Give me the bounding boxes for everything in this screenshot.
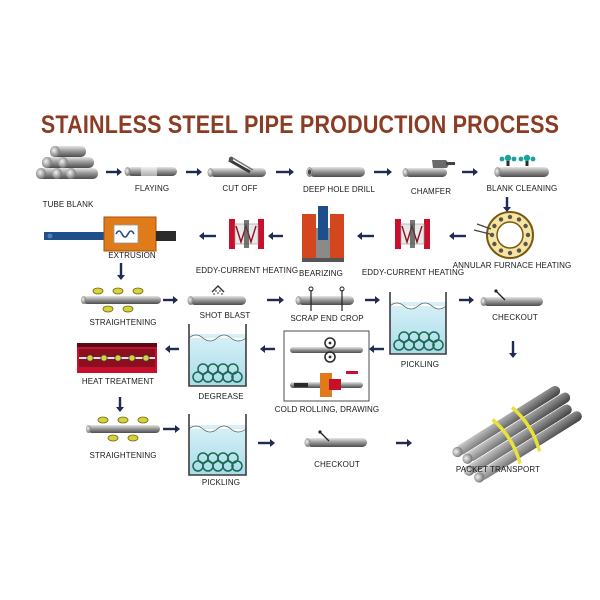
flow-arrow xyxy=(276,168,294,176)
flow-arrow xyxy=(369,345,384,353)
bundle-pipe xyxy=(456,386,560,455)
label-deep-hole-drill: DEEP HOLE DRILL xyxy=(302,185,376,194)
deep-hole-drill-icon xyxy=(306,167,365,177)
extrusion-icon xyxy=(44,216,176,252)
bundle-band xyxy=(510,405,542,452)
label-annular-furnace-heating: ANNULAR FURNACE HEATING xyxy=(452,261,572,270)
furnace-billet xyxy=(507,214,513,220)
flow-arrow xyxy=(503,197,511,212)
flow-arrow xyxy=(365,296,380,304)
flow-arrows xyxy=(106,168,517,447)
checkout-2-icon xyxy=(304,430,367,447)
furnace-billet xyxy=(498,217,504,222)
furnace-billet xyxy=(498,248,504,253)
pickling-2-tank-icon xyxy=(188,414,247,476)
flow-arrow xyxy=(374,168,392,176)
bundle-band xyxy=(491,418,522,465)
label-eddy-current-heating-1: EDDY-CURRENT HEATING xyxy=(361,268,465,277)
flow-arrow xyxy=(199,232,216,240)
label-flaying: FLAYING xyxy=(134,184,170,193)
flow-arrow xyxy=(106,168,122,176)
bundle-pipe xyxy=(478,411,582,480)
flow-arrow xyxy=(449,232,466,240)
flow-arrow xyxy=(267,296,284,304)
flow-arrow xyxy=(396,439,412,447)
diagram-title: STAINLESS STEEL PIPE PRODUCTION PROCESS xyxy=(40,111,560,139)
shot-blast-icon xyxy=(187,285,246,305)
label-degrease: DEGREASE xyxy=(198,392,244,401)
label-scrap-end-crop: SCRAP END CROP xyxy=(290,314,364,323)
chamfer-icon xyxy=(402,160,455,177)
label-heat-treatment: HEAT TREATMENT xyxy=(81,377,155,386)
cut-off-icon xyxy=(207,156,266,177)
furnace-billet xyxy=(523,241,528,247)
flow-arrow xyxy=(357,232,374,240)
label-checkout-2: CHECKOUT xyxy=(314,460,360,469)
label-shot-blast: SHOT BLAST xyxy=(199,311,251,320)
eddy-current-heating-1-icon xyxy=(395,219,430,249)
flow-arrow xyxy=(163,296,178,304)
label-straightening-2: STRAIGHTENING xyxy=(89,451,157,460)
label-pickling-2: PICKLING xyxy=(201,478,241,487)
flow-arrow xyxy=(462,168,478,176)
label-straightening-1: STRAIGHTENING xyxy=(89,318,157,327)
label-eddy-current-heating-2: EDDY-CURRENT HEATING xyxy=(195,266,299,275)
flow-arrow xyxy=(116,397,124,412)
scrap-end-crop-icon xyxy=(295,286,354,311)
degrease-tank-icon xyxy=(188,324,247,387)
blank-cleaning-icon xyxy=(494,154,549,177)
straightening-2-icon xyxy=(86,416,160,442)
flow-arrow xyxy=(186,168,202,176)
label-packet-transport: PACKET TRANSPORT xyxy=(455,465,541,474)
bundle-pipe-end xyxy=(462,453,473,464)
annular-furnace-icon xyxy=(473,211,534,259)
label-bearizing: BEARIZING xyxy=(298,269,344,278)
furnace-billet xyxy=(516,248,522,253)
furnace-billet xyxy=(492,241,497,247)
flow-arrow xyxy=(260,345,275,353)
label-tube-blank: TUBE BLANK xyxy=(42,200,94,209)
flow-arrow xyxy=(165,345,179,353)
flow-arrow xyxy=(163,425,180,433)
furnace-billet xyxy=(525,232,531,238)
straightening-1-icon xyxy=(81,287,161,313)
flow-arrow xyxy=(258,439,275,447)
checkout-1-icon xyxy=(480,289,543,306)
furnace-billet xyxy=(489,232,495,238)
bearizing-icon xyxy=(302,206,344,262)
label-extrusion: EXTRUSION xyxy=(108,251,156,260)
bundle-pipe xyxy=(468,404,572,474)
furnace-billet xyxy=(523,223,528,229)
flaying-icon xyxy=(124,166,177,177)
tube-blank-icon xyxy=(36,146,98,179)
bundle-pipe-end xyxy=(464,465,475,476)
flow-arrow xyxy=(509,341,517,358)
bundle-pipe-end xyxy=(474,472,485,483)
furnace-billet xyxy=(492,223,497,229)
label-cut-off: CUT OFF xyxy=(222,184,258,193)
label-blank-cleaning: BLANK CLEANING xyxy=(486,184,558,193)
flow-arrow xyxy=(117,263,125,280)
bundle-pipe xyxy=(466,392,571,462)
flow-arrow xyxy=(268,232,283,240)
heat-treatment-icon xyxy=(77,343,157,373)
label-chamfer: CHAMFER xyxy=(410,187,452,196)
furnace-billet xyxy=(507,250,513,256)
furnace-billet xyxy=(516,217,522,222)
packet-transport-icon xyxy=(452,386,582,483)
label-checkout-1: CHECKOUT xyxy=(492,313,538,322)
label-cold-rolling-drawing: COLD ROLLING, DRAWING xyxy=(274,405,380,414)
cold-rolling-drawing-icon xyxy=(283,330,370,402)
label-pickling-1: PICKLING xyxy=(400,360,440,369)
bundle-pipe-end xyxy=(452,447,463,458)
eddy-current-heating-2-icon xyxy=(229,219,264,249)
pickling-1-tank-icon xyxy=(389,292,447,355)
flow-arrow xyxy=(459,296,474,304)
